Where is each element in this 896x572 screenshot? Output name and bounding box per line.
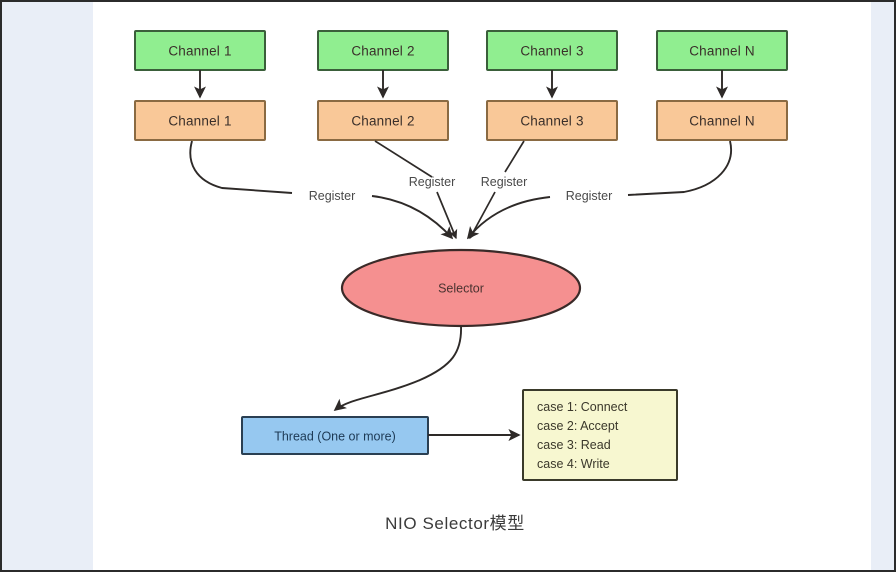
channel-bottom-1-box[interactable] xyxy=(134,100,266,141)
channel-bottom-3-box[interactable] xyxy=(486,100,618,141)
register-edge-1-part1 xyxy=(189,140,293,194)
channel-bottom-3-label: Channel 3 xyxy=(520,114,583,129)
register-label-3: Register xyxy=(481,175,528,189)
case-item-1: case 1: Connect xyxy=(537,400,628,414)
channel-bottom-n-box[interactable] xyxy=(656,100,788,141)
cases-node[interactable]: case 1: Connect case 2: Accept case 3: R… xyxy=(522,389,678,481)
register-edge-1-part2 xyxy=(371,195,454,240)
right-margin-band xyxy=(871,2,894,570)
channel-top-n[interactable]: Channel N xyxy=(656,30,788,71)
register-edge-3-part1 xyxy=(504,140,525,173)
case-item-2: case 2: Accept xyxy=(537,419,619,433)
register-label-2: Register xyxy=(409,175,456,189)
case-item-4: case 4: Write xyxy=(537,457,610,471)
channel-bottom-n[interactable]: Channel N xyxy=(656,100,788,141)
selector-to-thread-edge xyxy=(333,325,462,412)
channel-bottom-2[interactable]: Channel 2 xyxy=(317,100,449,141)
channel-top-2[interactable]: Channel 2 xyxy=(317,30,449,71)
case-item-3: case 3: Read xyxy=(537,438,611,452)
register-edge-2-part2 xyxy=(436,191,458,240)
selector-node[interactable]: Selector xyxy=(340,248,582,328)
channel-bottom-2-box[interactable] xyxy=(317,100,449,141)
register-edge-n-part1 xyxy=(627,140,732,196)
thread-node[interactable]: Thread (One or more) xyxy=(241,416,429,455)
channel-top-2-label: Channel 2 xyxy=(351,44,414,59)
channel-top-3-label: Channel 3 xyxy=(520,44,583,59)
channel-top-3[interactable]: Channel 3 xyxy=(486,30,618,71)
register-label-n: Register xyxy=(566,189,613,203)
channel-bottom-n-label: Channel N xyxy=(689,114,755,129)
selector-label: Selector xyxy=(438,282,484,296)
channel-top-1[interactable]: Channel 1 xyxy=(134,30,266,71)
register-label-1: Register xyxy=(309,189,356,203)
left-margin-band xyxy=(2,2,93,570)
channel-top-1-label: Channel 1 xyxy=(168,44,231,59)
channel-bottom-3[interactable]: Channel 3 xyxy=(486,100,618,141)
register-edge-2-part1 xyxy=(374,140,433,178)
cases-box[interactable] xyxy=(522,389,678,481)
register-edge-n-part2 xyxy=(466,196,551,240)
channel-bottom-2-label: Channel 2 xyxy=(351,114,414,129)
channel-bottom-1-label: Channel 1 xyxy=(168,114,231,129)
channel-top-n-label: Channel N xyxy=(689,44,755,59)
thread-label: Thread (One or more) xyxy=(274,430,396,444)
diagram-caption: NIO Selector模型 xyxy=(385,514,525,533)
channel-bottom-1[interactable]: Channel 1 xyxy=(134,100,266,141)
